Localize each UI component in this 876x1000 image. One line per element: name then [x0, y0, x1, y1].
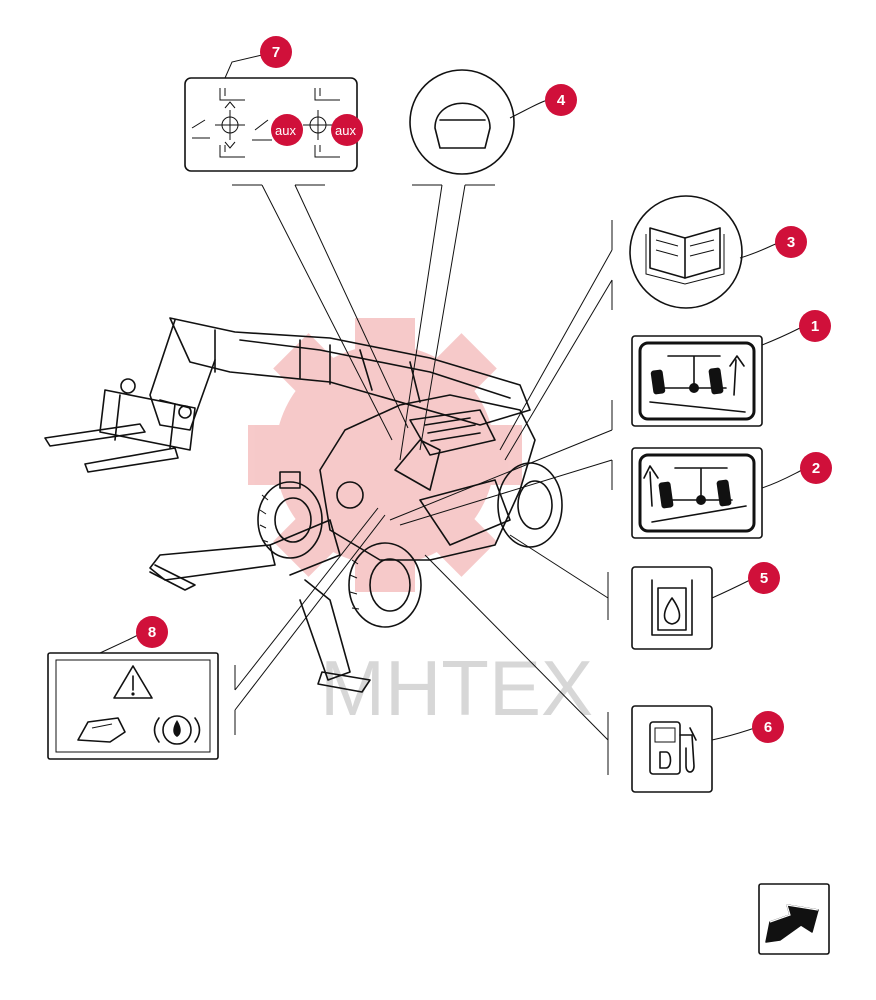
callout-2: 2 — [800, 452, 832, 484]
callout-3: 3 — [775, 226, 807, 258]
callout-1: 1 — [799, 310, 831, 342]
svg-text:1: 1 — [811, 318, 819, 335]
next-page-button[interactable] — [758, 883, 830, 955]
steering-mode-icon — [649, 355, 746, 413]
callout-bubbles: 7 4 3 1 2 5 6 8 — [136, 36, 832, 743]
decal-7-joystick-controls: aux aux — [184, 77, 363, 172]
joystick-controls-icon — [191, 88, 340, 158]
callout-6: 6 — [752, 711, 784, 743]
svg-text:8: 8 — [148, 624, 156, 641]
decal-1-steering — [631, 335, 763, 427]
decal-5-hydraulic-oil — [631, 566, 713, 650]
leader-lines — [232, 184, 613, 775]
brake-warning-icon — [153, 715, 201, 745]
callout-7: 7 — [260, 36, 292, 68]
hydraulic-oil-icon — [651, 579, 693, 636]
svg-text:5: 5 — [760, 570, 768, 587]
watermark-gear-icon — [248, 318, 522, 592]
decal-4-hardhat — [409, 69, 515, 175]
svg-text:6: 6 — [764, 719, 772, 736]
svg-text:3: 3 — [787, 234, 795, 251]
telehandler-illustration — [44, 317, 563, 693]
callout-5: 5 — [748, 562, 780, 594]
manual-book-icon — [77, 717, 126, 743]
decal-6-diesel-fuel — [631, 705, 713, 793]
aux-label-2: aux — [335, 123, 356, 138]
callout-8: 8 — [136, 616, 168, 648]
hardhat-icon — [434, 102, 491, 149]
svg-text:2: 2 — [812, 460, 820, 477]
svg-text:7: 7 — [272, 44, 280, 61]
callout-leaders — [99, 54, 803, 741]
decal-3-manual — [629, 195, 743, 309]
decal-2-steering — [631, 447, 763, 539]
rear-wheel-right — [497, 462, 563, 548]
next-page-arrow-icon — [765, 904, 819, 943]
svg-text:4: 4 — [557, 92, 566, 109]
callout-4: 4 — [545, 84, 577, 116]
aux-label-1: aux — [275, 123, 296, 138]
front-wheel — [257, 481, 323, 559]
watermark: MHTEX — [248, 318, 593, 732]
watermark-text: MHTEX — [320, 644, 593, 732]
manual-book-icon — [645, 227, 725, 285]
decal-8-warning — [47, 652, 219, 760]
diesel-fuel-icon — [649, 721, 697, 775]
rear-wheel-left — [348, 542, 422, 628]
steering-mode-icon — [643, 465, 747, 523]
warning-triangle-icon — [113, 665, 153, 699]
